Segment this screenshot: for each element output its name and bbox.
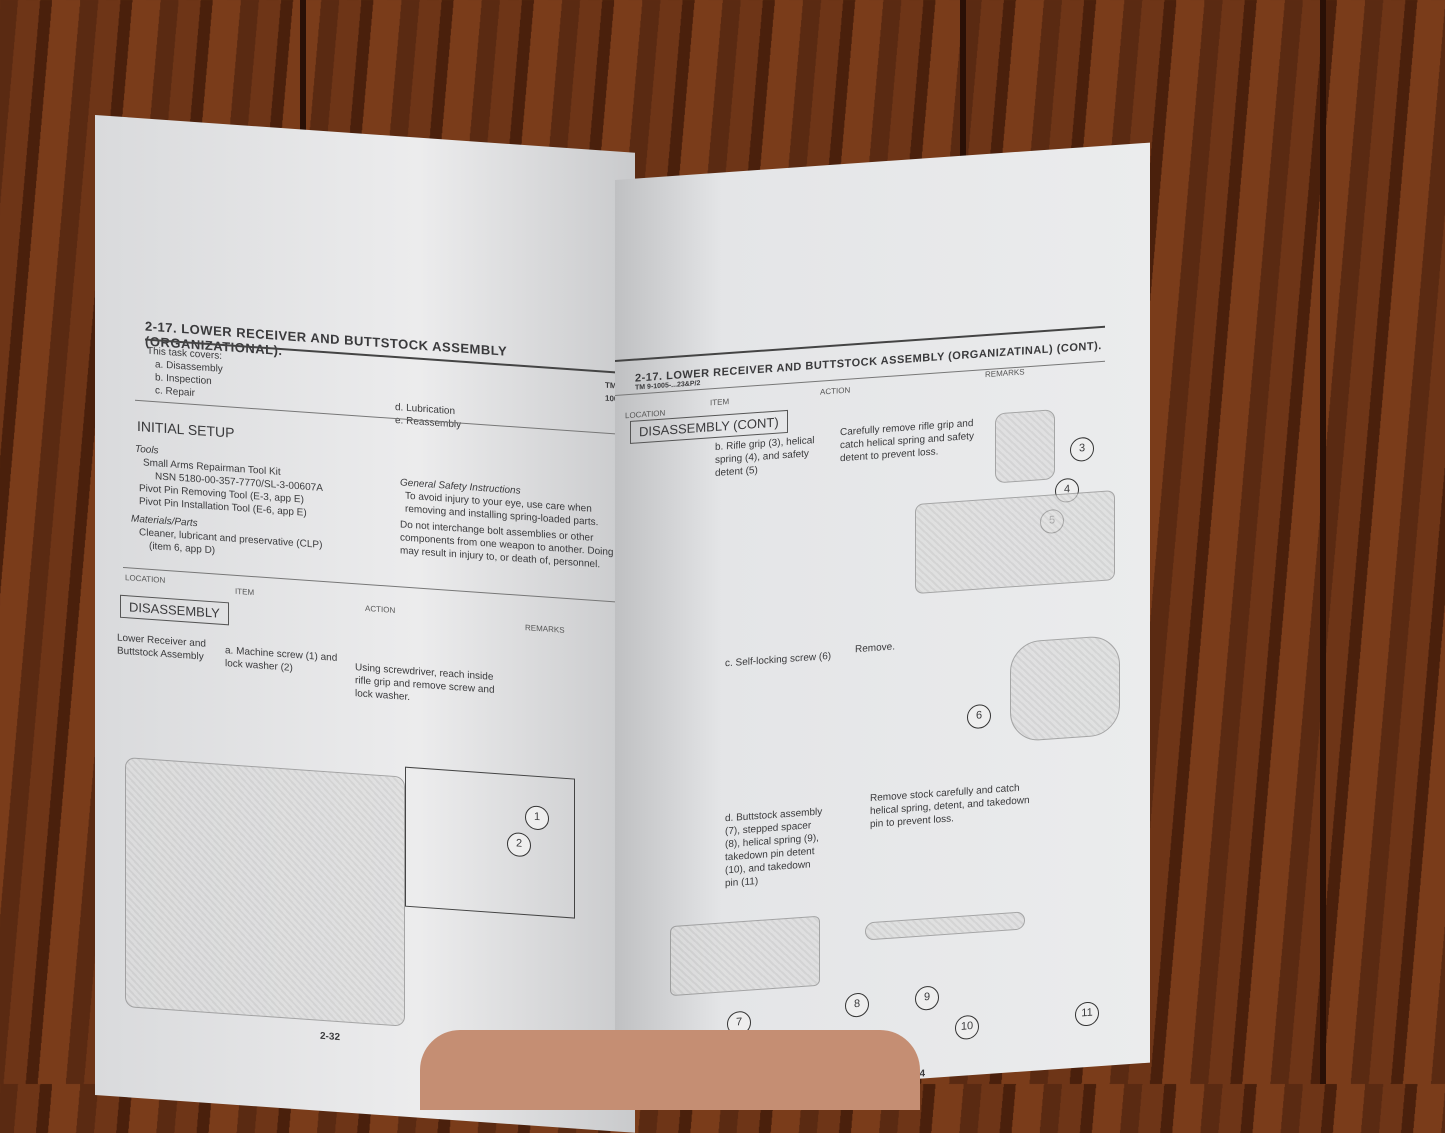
page-number: 2-32 bbox=[320, 1030, 341, 1044]
column-header: ACTION bbox=[365, 603, 396, 615]
column-header: REMARKS bbox=[985, 367, 1025, 380]
rifle-grip-illustration bbox=[995, 409, 1055, 484]
step-action: Carefully remove rifle grip and catch he… bbox=[840, 417, 974, 465]
step-item: d. Buttstock assembly (7), stepped space… bbox=[725, 806, 823, 890]
step-item: c. Self-locking screw (6) bbox=[725, 650, 832, 670]
tools-label: Tools bbox=[135, 443, 159, 457]
task-item: c. Repair bbox=[155, 385, 196, 399]
callout-9: 9 bbox=[915, 985, 939, 1012]
buffer-tube-illustration bbox=[865, 911, 1025, 941]
step-action: Remove stock carefully and catch helical… bbox=[870, 782, 1030, 831]
initial-setup-heading: INITIAL SETUP bbox=[137, 417, 235, 441]
callout-3: 3 bbox=[1070, 436, 1094, 463]
callout-11: 11 bbox=[1075, 1001, 1099, 1027]
column-header: ITEM bbox=[235, 586, 255, 598]
buttstock-end-illustration bbox=[1010, 634, 1120, 743]
column-header: ITEM bbox=[710, 397, 730, 408]
floor-seam bbox=[300, 0, 306, 130]
column-header: LOCATION bbox=[125, 573, 166, 585]
step-item: a. Machine screw (1) and lock washer (2) bbox=[225, 645, 338, 674]
receiver-illustration bbox=[125, 757, 405, 1027]
step-item: b. Rifle grip (3), helical spring (4), a… bbox=[715, 435, 815, 480]
floor-seam bbox=[960, 0, 966, 300]
location-text: Lower Receiver and Buttstock Assembly bbox=[117, 632, 206, 663]
callout-6: 6 bbox=[967, 703, 991, 730]
column-header: ACTION bbox=[820, 385, 851, 397]
step-action: Remove. bbox=[855, 641, 896, 656]
receiver-illustration bbox=[915, 490, 1115, 595]
step-action: Using screwdriver, reach inside rifle gr… bbox=[355, 662, 495, 704]
callout-8: 8 bbox=[845, 992, 869, 1018]
floor-seam bbox=[1320, 0, 1326, 1084]
detail-inset bbox=[405, 766, 575, 919]
left-page: 2-17. LOWER RECEIVER AND BUTTSTOCK ASSEM… bbox=[95, 115, 635, 1133]
divider bbox=[123, 566, 633, 604]
column-header: REMARKS bbox=[525, 623, 565, 635]
hand bbox=[420, 1030, 920, 1110]
right-page: TM 9-1005-...23&P/2 2-17. LOWER RECEIVER… bbox=[615, 142, 1150, 1100]
buttstock-illustration bbox=[670, 915, 820, 997]
callout-10: 10 bbox=[955, 1014, 979, 1041]
section-box: DISASSEMBLY bbox=[120, 594, 229, 626]
